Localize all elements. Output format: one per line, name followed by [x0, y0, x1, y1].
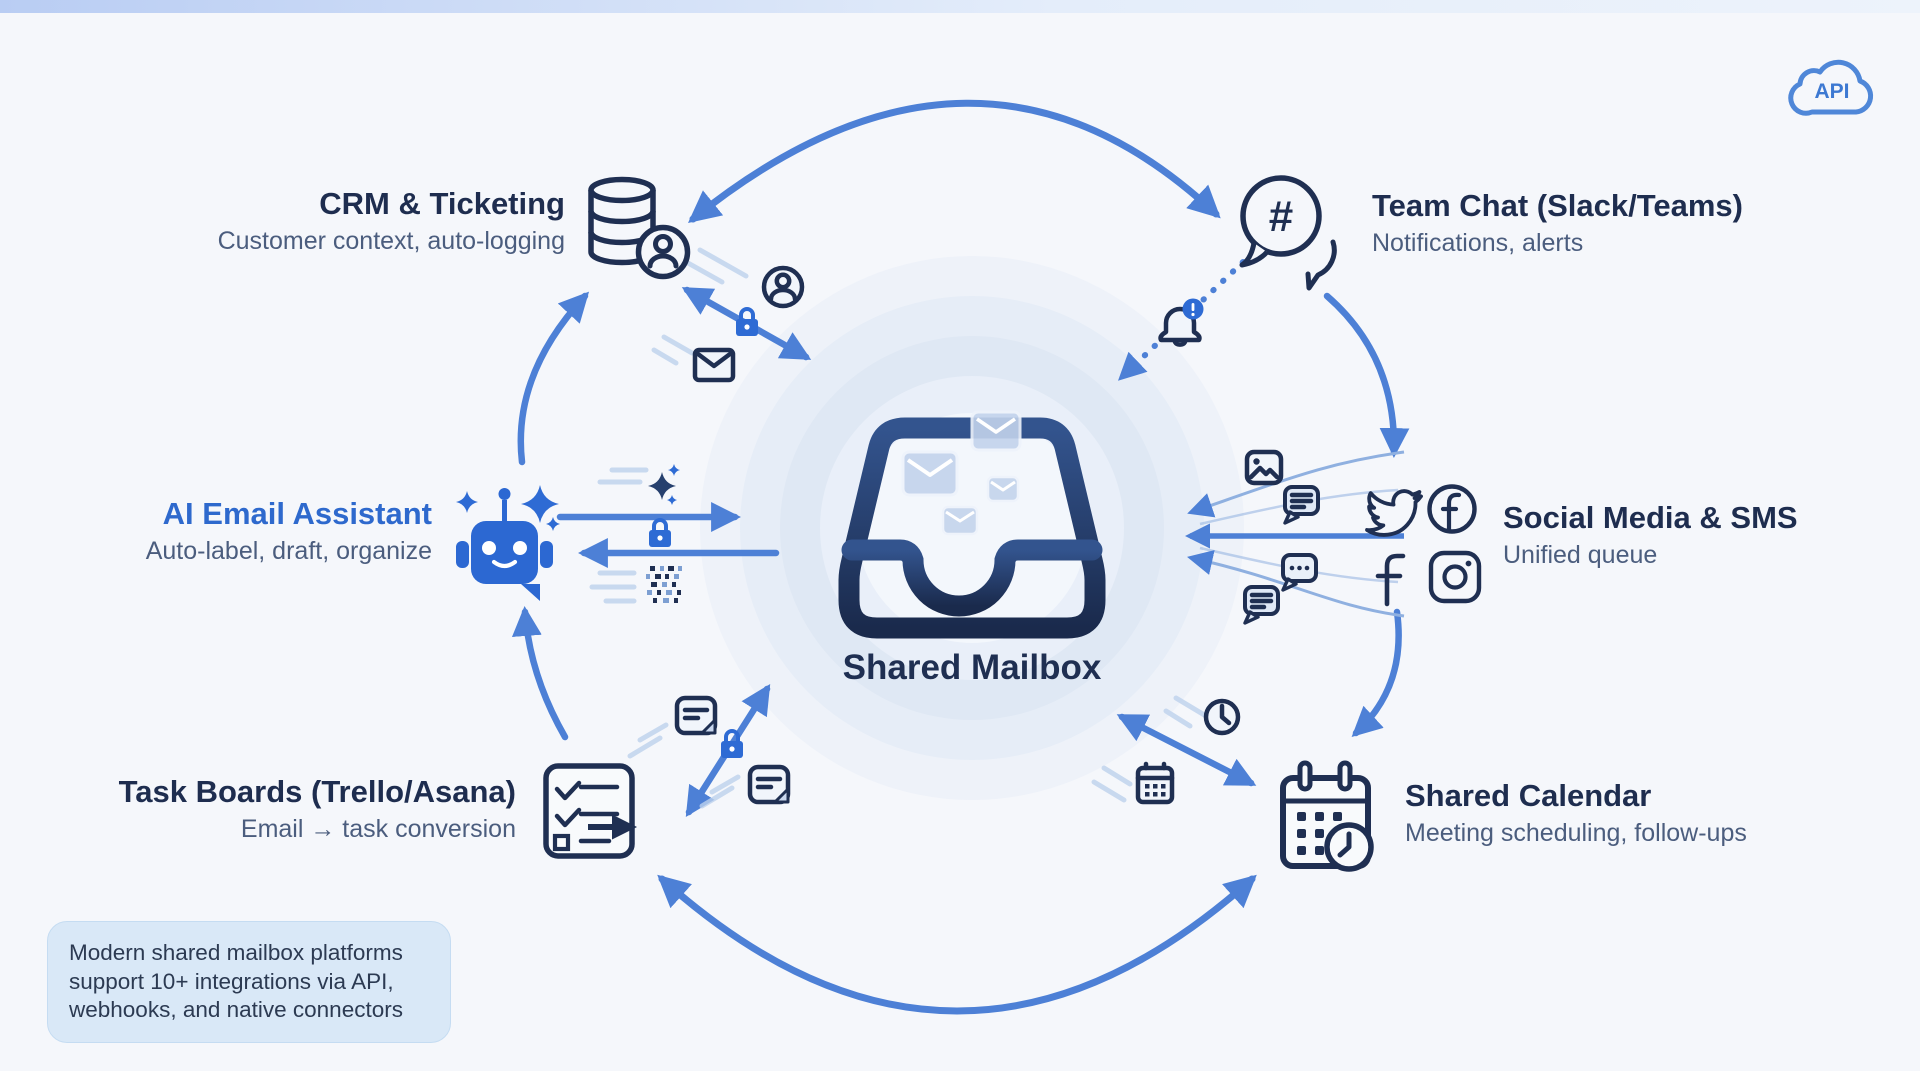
arc-task-to-ai — [511, 606, 569, 741]
node-ai-assistant: AI Email Assistant Auto-label, draft, or… — [60, 496, 432, 566]
node-calendar: Shared Calendar Meeting scheduling, foll… — [1405, 778, 1835, 848]
team-chat-title: Team Chat (Slack/Teams) — [1372, 188, 1743, 223]
footnote-box: Modern shared mailbox platforms support … — [47, 921, 451, 1043]
node-crm: CRM & Ticketing Customer context, auto-l… — [140, 186, 565, 256]
calendar-subtitle: Meeting scheduling, follow-ups — [1405, 819, 1747, 847]
chat-lines-icon — [1243, 585, 1280, 625]
social-subtitle: Unified queue — [1503, 541, 1658, 569]
task-boards-title: Task Boards (Trello/Asana) — [118, 774, 516, 809]
calendar-clock-icon — [1280, 760, 1374, 872]
hash-glyph: # — [1269, 192, 1293, 241]
arc-social-to-calendar — [1351, 608, 1402, 738]
inbox-mailbox-icon — [838, 410, 1106, 639]
shared-mailbox-label: Shared Mailbox — [842, 648, 1102, 687]
floating-envelopes — [901, 410, 1022, 536]
hash-chat-bubbles-icon: # — [1239, 175, 1337, 291]
lock-icon — [649, 518, 671, 547]
outer-ring-arrows — [511, 99, 1410, 1015]
node-team-chat: Team Chat (Slack/Teams) Notifications, a… — [1372, 188, 1832, 258]
instagram-icon — [1428, 550, 1482, 604]
chat-dots-icon — [1281, 553, 1318, 592]
ai-assistant-title: AI Email Assistant — [162, 496, 432, 531]
ai-center-connector — [556, 464, 780, 604]
person-icon — [761, 265, 805, 309]
sparkle-icon — [648, 464, 680, 505]
arc-teamchat-to-social — [1323, 292, 1410, 458]
crm-center-connector — [651, 247, 812, 383]
calendar-title: Shared Calendar — [1405, 778, 1652, 813]
photo-icon — [1244, 449, 1284, 486]
lock-icon — [721, 729, 743, 758]
task-center-connector — [627, 683, 791, 818]
arc-ai-to-crm — [517, 291, 590, 466]
mini-calendar-icon — [1135, 761, 1175, 805]
bell-alert-icon — [1158, 298, 1204, 347]
social-title: Social Media & SMS — [1503, 500, 1798, 535]
footnote-line: Modern shared mailbox platforms — [69, 940, 403, 965]
twitter-icon — [1365, 489, 1423, 537]
chat-lines-icon — [1283, 485, 1320, 525]
api-label: API — [1814, 80, 1849, 103]
social-logos-grid-icon — [1365, 484, 1482, 607]
database-user-icon — [588, 176, 691, 280]
calendar-center-connector — [1091, 695, 1257, 805]
social-center-fan — [1184, 449, 1405, 625]
team-chat-subtitle: Notifications, alerts — [1372, 229, 1584, 257]
checklist-arrow-icon — [543, 763, 638, 859]
envelope-glyph — [901, 450, 959, 497]
node-task-boards: Task Boards (Trello/Asana) Email → task … — [58, 774, 516, 844]
crm-subtitle: Customer context, auto-logging — [217, 227, 565, 255]
note-icon — [747, 764, 791, 805]
facebook-f-icon — [1375, 553, 1406, 607]
node-social: Social Media & SMS Unified queue — [1503, 500, 1903, 570]
footnote-line: webhooks, and native connectors — [69, 997, 403, 1022]
api-cloud-icon: API — [1788, 59, 1874, 116]
lock-icon — [736, 307, 758, 336]
envelope-icon — [692, 347, 736, 383]
top-accent-strip — [0, 0, 1920, 13]
envelope-glyph — [970, 410, 1022, 452]
clock-icon — [1203, 698, 1241, 736]
robot-sparkles-icon — [456, 485, 560, 601]
arc-crm-teamchat — [687, 99, 1221, 224]
note-icon — [674, 695, 718, 736]
crm-title: CRM & Ticketing — [319, 186, 565, 221]
footnote-line: support 10+ integrations via API, — [69, 968, 394, 994]
ai-assistant-subtitle: Auto-label, draft, organize — [145, 537, 432, 565]
arc-task-calendar — [657, 874, 1257, 1015]
teamchat-center-connector — [1117, 259, 1246, 381]
task-boards-subtitle: Email → task conversion — [240, 815, 516, 843]
envelope-glyph — [941, 505, 979, 536]
envelope-glyph — [986, 475, 1020, 503]
data-matrix-icon — [646, 566, 682, 603]
facebook-circle-icon — [1427, 484, 1477, 534]
